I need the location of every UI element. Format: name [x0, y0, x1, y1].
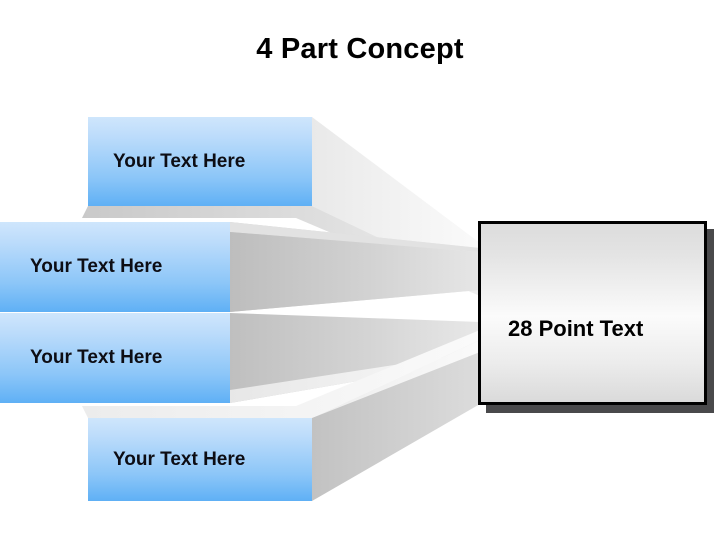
concept-box-2-label: Your Text Here — [30, 256, 163, 277]
extrusion-face-box4-cap — [82, 330, 480, 418]
concept-box-3[interactable]: Your Text Here — [0, 313, 230, 403]
concept-box-2[interactable]: Your Text Here — [0, 222, 230, 312]
extrusion-highlight-box2 — [230, 222, 480, 252]
concept-box-1-label: Your Text Here — [113, 150, 246, 172]
target-box-label: 28 Point Text — [508, 316, 644, 341]
extrusion-face-box4-side — [312, 352, 480, 501]
concept-box-3-label: Your Text Here — [30, 347, 163, 368]
concept-box-1[interactable]: Your Text Here — [88, 117, 312, 206]
target-box[interactable]: 28 Point Text — [478, 221, 707, 405]
concept-box-4[interactable]: Your Text Here — [88, 418, 312, 501]
extrusion-face-box2-side — [230, 232, 480, 312]
page-title: 4 Part Concept — [256, 33, 464, 65]
concept-box-4-label: Your Text Here — [113, 448, 246, 470]
